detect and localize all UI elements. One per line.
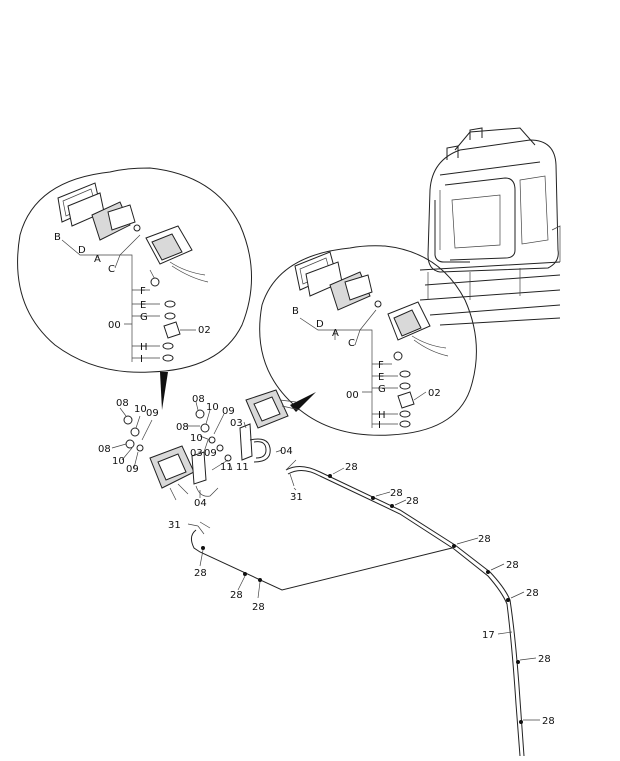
label-08-r: 08: [192, 394, 205, 405]
label-11: 11: [220, 462, 233, 473]
label-b-r: B: [292, 306, 299, 317]
label-17: 17: [482, 630, 495, 641]
label-28-b: 28: [390, 488, 403, 499]
label-b: B: [54, 232, 61, 243]
label-c: C: [108, 264, 115, 275]
wiring-harness: 28 28 28 28 28 28 28 28 28 28 28 31 31 1…: [168, 459, 555, 757]
label-04: 04: [194, 498, 207, 509]
label-04-r: 04: [280, 446, 293, 457]
label-i-r: I: [378, 420, 381, 431]
label-09-b: 09: [126, 464, 139, 475]
label-10: 10: [134, 404, 147, 415]
label-10-rb: 10: [190, 433, 203, 444]
label-08: 08: [116, 398, 129, 409]
label-28-a: 28: [345, 462, 358, 473]
label-09-rb: 09: [204, 448, 217, 459]
label-h-r: H: [378, 410, 386, 421]
bulb-c: [133, 224, 141, 232]
label-11-b: 11: [236, 462, 249, 473]
label-g-r: G: [378, 384, 386, 395]
lamp-assembly-right: 08 10 09 08 10 03 09 11 11 04: [176, 389, 301, 473]
label-28-d: 28: [478, 534, 491, 545]
bulb-c-r: [374, 300, 382, 308]
label-08-b: 08: [98, 444, 111, 455]
label-e: E: [140, 300, 146, 311]
callout-right: B D A C F E G H I 00 02: [259, 245, 477, 436]
label-09-r: 09: [222, 406, 235, 417]
label-31-a: 31: [168, 520, 181, 531]
label-03-r: 03: [230, 418, 243, 429]
label-31-b: 31: [290, 492, 303, 503]
callout-left-pointer: [160, 372, 168, 410]
label-00-r: 00: [346, 390, 359, 401]
label-h: H: [140, 342, 148, 353]
label-a: A: [94, 254, 101, 265]
label-28-e: 28: [506, 560, 519, 571]
label-10-b: 10: [112, 456, 125, 467]
label-c-r: C: [348, 338, 355, 349]
label-28-f: 28: [526, 588, 539, 599]
label-03: 03: [190, 448, 203, 459]
label-d-r: D: [316, 319, 324, 330]
label-d: D: [78, 245, 86, 256]
label-02: 02: [198, 325, 211, 336]
label-f-r: F: [378, 360, 384, 371]
label-00: 00: [108, 320, 121, 331]
callout-left: B D A C F E G H I 00 02: [17, 167, 253, 410]
label-g: G: [140, 312, 148, 323]
label-02-r: 02: [428, 388, 441, 399]
label-09: 09: [146, 408, 159, 419]
label-a-r: A: [332, 328, 339, 339]
label-28-h: 28: [542, 716, 555, 727]
lamp-assembly-left: 08 10 09 08 10 09 03 04: [98, 398, 219, 509]
label-28-i: 28: [194, 568, 207, 579]
label-10-r: 10: [206, 402, 219, 413]
label-i: I: [140, 354, 143, 365]
label-e-r: E: [378, 372, 384, 383]
label-08-rb: 08: [176, 422, 189, 433]
label-28-k: 28: [252, 602, 265, 613]
callout-right-pointer: [290, 392, 316, 412]
label-f: F: [140, 286, 146, 297]
label-28-g: 28: [538, 654, 551, 665]
cab-outline: [419, 127, 561, 326]
label-28-c: 28: [406, 496, 419, 507]
label-28-j: 28: [230, 590, 243, 601]
